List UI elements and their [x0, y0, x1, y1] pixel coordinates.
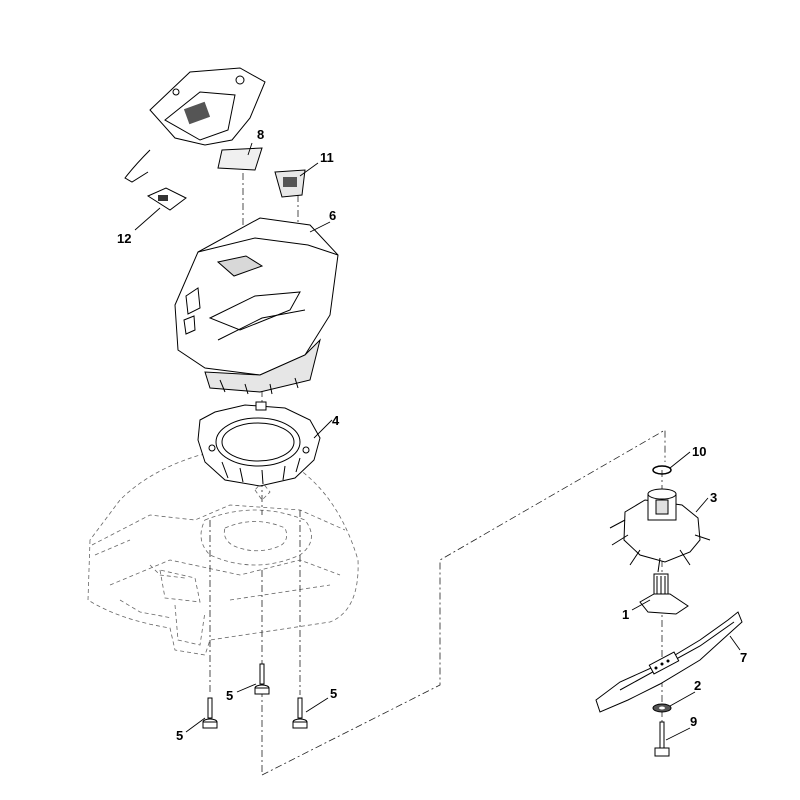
label-part-12: 12 — [117, 231, 131, 246]
cutting-blade-part[interactable] — [595, 611, 743, 713]
blade-bolt-part[interactable] — [654, 721, 670, 757]
deck-bolt-left[interactable] — [202, 697, 218, 729]
label-part-4: 4 — [332, 413, 340, 428]
label-part-6: 6 — [329, 208, 336, 223]
circlip-part[interactable] — [652, 465, 672, 475]
mower-deck-outline — [87, 453, 359, 656]
deck-bolt-middle[interactable] — [254, 663, 270, 695]
motor-hood-part[interactable] — [174, 217, 339, 395]
fan-impeller-part[interactable] — [609, 488, 711, 573]
deck-bolt-right[interactable] — [292, 697, 308, 729]
label-part-9: 9 — [690, 714, 697, 729]
washer-part[interactable] — [652, 703, 672, 713]
label-part-1: 1 — [622, 607, 629, 622]
callout-leaders — [134, 142, 741, 741]
blade-adapter-part[interactable] — [639, 573, 689, 615]
label-part-5-middle: 5 — [226, 688, 233, 703]
motor-mount-part[interactable] — [197, 401, 321, 487]
label-part-11: 11 — [320, 150, 334, 165]
label-part-3: 3 — [710, 490, 717, 505]
callout-labels: 8 11 12 6 4 10 3 1 7 2 9 5 5 5 — [117, 127, 747, 743]
label-part-2: 2 — [694, 678, 701, 693]
label-part-10: 10 — [692, 444, 706, 459]
label-part-5-left: 5 — [176, 728, 183, 743]
control-board-part[interactable] — [124, 67, 266, 211]
label-part-5-right: 5 — [330, 686, 337, 701]
cover-plate-part[interactable] — [217, 147, 263, 171]
switch-cap-part[interactable] — [274, 169, 306, 198]
label-part-8: 8 — [257, 127, 264, 142]
label-part-7: 7 — [740, 650, 747, 665]
